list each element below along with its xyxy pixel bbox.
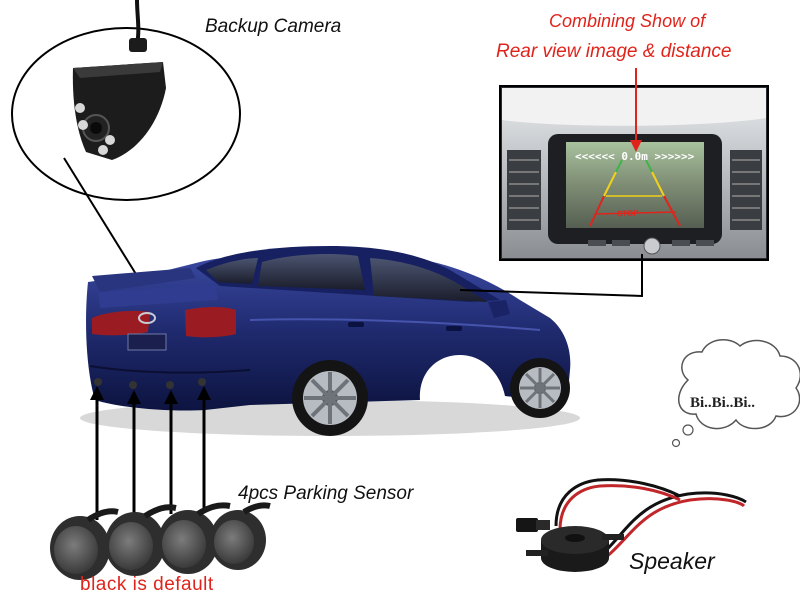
backup-camera-callout — [11, 0, 241, 201]
camera-label: Backup Camera — [205, 16, 342, 37]
parking-sensor-4-icon — [210, 502, 271, 570]
monitor-connector-line — [459, 254, 643, 298]
speaker-label: Speaker — [629, 548, 715, 574]
parking-sensor-2-icon — [105, 504, 177, 576]
distance-readout: <<<<<< 0.0m >>>>>> — [575, 150, 695, 163]
red-arrow-icon — [630, 68, 642, 152]
beep-text: Bi..Bi..Bi.. — [690, 395, 756, 411]
default-color-note: black is default — [80, 574, 214, 595]
sensor-arrows — [95, 394, 206, 520]
monitor-photo — [499, 85, 769, 261]
backup-camera-icon — [72, 62, 166, 160]
parking-sensor-3-icon — [158, 502, 231, 574]
parking-sensor-label: 4pcs Parking Sensor — [238, 483, 414, 504]
parking-sensor-1-icon — [50, 508, 119, 580]
combo-title-line2: Rear view image & distance — [496, 41, 732, 62]
combo-title-line1: Combining Show of — [549, 11, 706, 31]
beep-bubble-icon — [671, 339, 800, 448]
parking-sensor-icons — [50, 502, 271, 580]
speaker-icon — [516, 478, 747, 572]
stop-text: STOP — [616, 208, 639, 219]
car-illustration — [80, 246, 580, 436]
